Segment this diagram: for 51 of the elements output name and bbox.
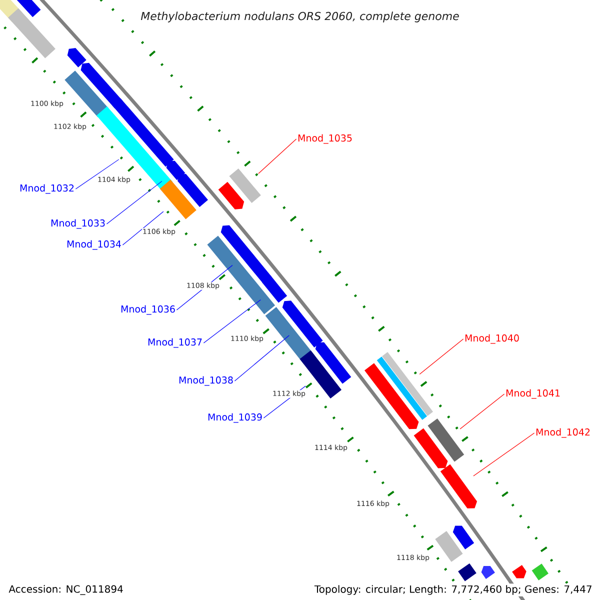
leader-line xyxy=(106,180,162,224)
leader-line xyxy=(203,299,261,344)
gene-block xyxy=(96,106,173,192)
gene-block xyxy=(262,276,288,303)
gene-block xyxy=(452,526,474,550)
gene-block xyxy=(178,174,208,207)
gene-block xyxy=(207,236,276,314)
gene-block xyxy=(160,180,196,220)
gene-label: Mnod_1041 xyxy=(506,389,560,399)
gene-block xyxy=(67,48,86,68)
gene-block xyxy=(112,98,174,167)
gene-label: Mnod_1033 xyxy=(51,219,105,229)
gene-block xyxy=(414,428,448,468)
gene-label: Mnod_1042 xyxy=(536,428,590,438)
gene-block xyxy=(229,168,261,203)
gene-block xyxy=(218,182,244,210)
gene-block xyxy=(220,225,272,284)
gene-label: Mnod_1035 xyxy=(298,134,352,144)
gene-block xyxy=(14,0,41,18)
gene-block xyxy=(440,464,478,508)
gene-block xyxy=(8,8,56,58)
gene-label: Mnod_1037 xyxy=(148,338,202,348)
leader-line xyxy=(419,338,464,375)
leader-line xyxy=(258,138,297,174)
leader-line xyxy=(460,394,505,430)
footer-text: Accession: NC_011894 xyxy=(7,584,125,596)
leader-line xyxy=(75,159,120,190)
gene-block xyxy=(481,566,495,579)
leader-line xyxy=(234,335,290,382)
gene-block xyxy=(512,564,526,578)
gene-label: Mnod_1038 xyxy=(179,376,233,386)
gene-block xyxy=(315,342,352,384)
footer-text: Topology: circular; Length: 7,772,460 bp; Genes: 7,447 xyxy=(312,584,594,596)
gene-label: Mnod_1032 xyxy=(20,184,74,194)
gene-block xyxy=(166,160,186,180)
title: Methylobacterium nodulans ORS 2060, complete genome xyxy=(140,12,459,22)
gene-block xyxy=(364,363,419,430)
gene-block xyxy=(382,352,434,416)
gene-block xyxy=(64,70,108,118)
gene-block xyxy=(428,418,464,462)
gene-block xyxy=(376,356,428,420)
gene-block xyxy=(458,563,476,582)
gene-block xyxy=(435,530,463,562)
gene-label: Mnod_1039 xyxy=(208,413,262,423)
gene-label: Mnod_1040 xyxy=(465,334,519,344)
gene-label: Mnod_1034 xyxy=(67,240,121,250)
leader-line xyxy=(122,211,164,246)
leader-line xyxy=(473,432,535,476)
gene-block xyxy=(282,300,323,348)
gene-block xyxy=(532,564,548,580)
gene-label: Mnod_1036 xyxy=(121,305,175,315)
